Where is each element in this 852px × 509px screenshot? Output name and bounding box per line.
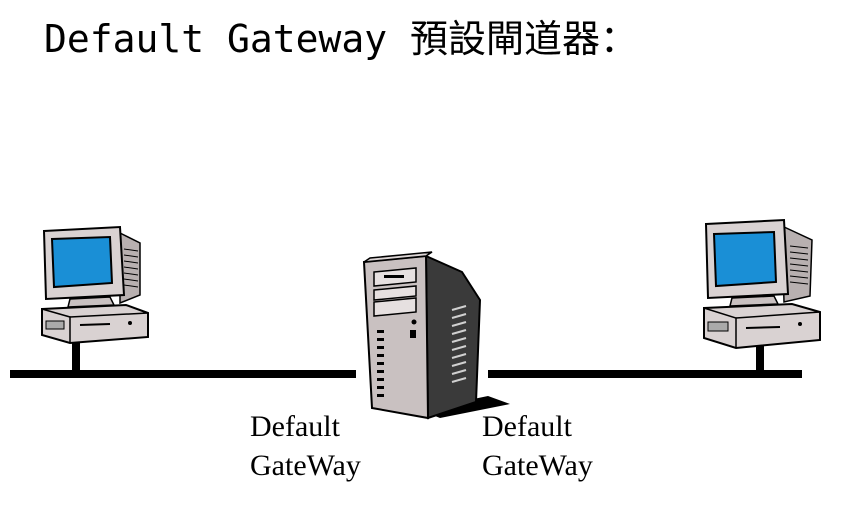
computer-icon xyxy=(703,218,821,350)
drop-line-left xyxy=(72,340,80,372)
gateway-label-left: Default GateWay xyxy=(250,407,361,485)
gateway-label-left-line2: GateWay xyxy=(250,449,361,482)
gateway-label-left-line1: Default xyxy=(250,410,340,443)
drop-line-right xyxy=(756,344,764,372)
network-line-left xyxy=(10,370,356,378)
computer-icon xyxy=(41,225,149,345)
server-icon xyxy=(362,251,510,420)
diagram-title: Default Gateway 預設閘道器： xyxy=(44,17,639,61)
network-line-right xyxy=(488,370,802,378)
gateway-label-right-line2: GateWay xyxy=(482,449,593,482)
gateway-label-right-line1: Default xyxy=(482,410,572,443)
gateway-label-right: Default GateWay xyxy=(482,407,593,485)
